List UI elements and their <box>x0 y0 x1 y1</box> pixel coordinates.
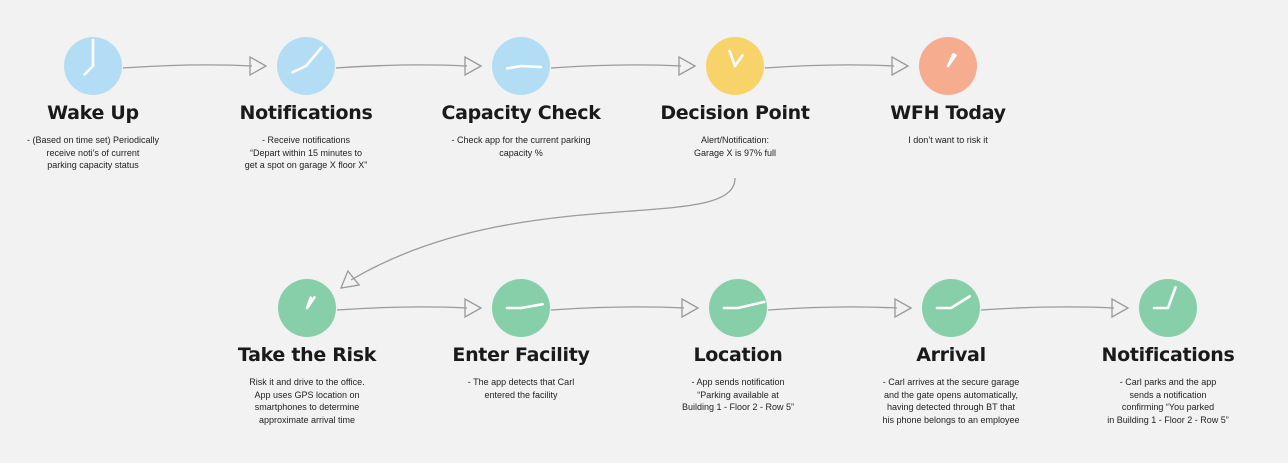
step-description: I don’t want to risk it <box>908 135 988 145</box>
flow-arrow <box>336 306 468 311</box>
clock-icon <box>492 37 550 95</box>
journey-step: Location - App sends notification “Parkin… <box>638 279 838 414</box>
step-title: Take the Risk <box>237 344 377 366</box>
step-title: WFH Today <box>890 102 1006 124</box>
journey-step: Arrival - Carl arrives at the secure gara… <box>851 279 1051 426</box>
decision-arrow <box>350 177 736 281</box>
journey-step: Capacity Check - Check app for the curren… <box>421 37 621 159</box>
clock-icon <box>709 279 767 337</box>
step-description: - Carl arrives at the secure garage and … <box>882 377 1020 425</box>
clock-icon <box>277 37 335 95</box>
clock-icon <box>919 37 977 95</box>
clock-icon <box>706 37 764 95</box>
arrow-head <box>464 55 483 77</box>
step-title: Decision Point <box>660 102 810 124</box>
arrow-head <box>1111 297 1130 319</box>
clock-icon <box>64 37 122 95</box>
flow-arrow <box>764 64 895 69</box>
clock-icon <box>922 279 980 337</box>
journey-step: Notifications - Receive notifications “De… <box>206 37 406 172</box>
step-title: Arrival <box>916 344 986 366</box>
journey-step: Notifications - Carl parks and the app se… <box>1068 279 1268 426</box>
arrow-head <box>678 55 697 77</box>
clock-icon <box>492 279 550 337</box>
journey-step: Enter Facility - The app detects that Car… <box>421 279 621 401</box>
journey-step: Wake Up - (Based on time set) Periodicall… <box>0 37 193 172</box>
step-description: Alert/Notification: Garage X is 97% full <box>693 135 777 158</box>
step-description: - App sends notification “Parking availa… <box>681 377 795 412</box>
clock-icon <box>1139 279 1197 337</box>
arrow-head <box>891 55 910 77</box>
step-description: - Receive notifications “Depart within 1… <box>244 135 368 170</box>
flow-arrow <box>122 64 253 69</box>
step-title: Capacity Check <box>441 102 601 124</box>
flow-arrow <box>550 64 682 69</box>
step-title: Enter Facility <box>452 344 590 366</box>
clock-icon <box>278 279 336 337</box>
journey-step: WFH Today I don’t want to risk it <box>848 37 1048 147</box>
flow-arrow <box>980 306 1115 311</box>
step-title: Location <box>693 344 783 366</box>
step-description: - Carl parks and the app sends a notific… <box>1107 377 1229 425</box>
arrow-head <box>894 297 913 319</box>
flow-arrow <box>550 306 685 311</box>
arrow-head <box>249 55 268 77</box>
arrow-head <box>464 297 483 319</box>
step-title: Notifications <box>1101 344 1235 366</box>
flow-arrow <box>767 306 898 311</box>
step-description: - The app detects that Carl entered the … <box>467 377 575 400</box>
arrow-head <box>681 297 700 319</box>
step-title: Wake Up <box>47 102 139 124</box>
flow-arrow <box>335 64 468 69</box>
arrow-head <box>339 269 361 289</box>
step-description: Risk it and drive to the office. App use… <box>249 377 365 425</box>
step-description: - Check app for the current parking capa… <box>451 135 591 158</box>
step-title: Notifications <box>239 102 373 124</box>
step-description: - (Based on time set) Periodically recei… <box>26 135 160 170</box>
